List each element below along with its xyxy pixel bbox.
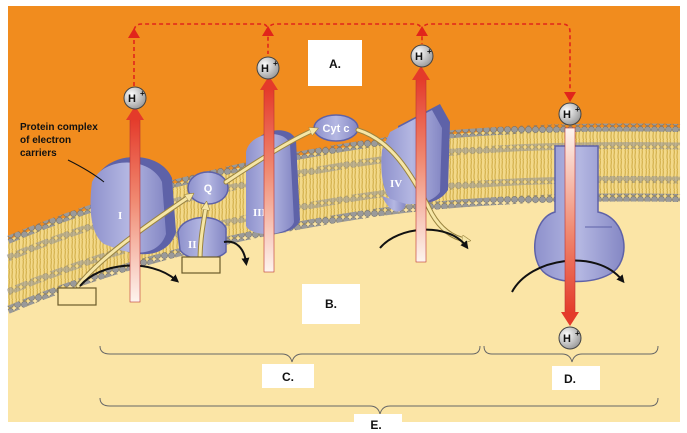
label-b: B. (302, 284, 360, 324)
cytc-label: Cyt c (323, 123, 350, 135)
label-e: E. (354, 414, 402, 433)
ion-charge: + (273, 59, 278, 68)
annotation-line-3: carriers (20, 148, 57, 159)
complex-iv-label: IV (390, 178, 402, 190)
label-d-text: D. (564, 372, 576, 386)
ion-symbol: H (415, 51, 423, 63)
proton-ion: H + (559, 103, 581, 125)
ion-symbol: H (128, 93, 136, 105)
proton-ion: H + (124, 87, 146, 109)
proton-ion: H + (257, 57, 279, 79)
complex-ii-label: II (188, 239, 197, 251)
complex-i-label: I (118, 210, 122, 222)
annotation-line-1: Protein complex (20, 122, 98, 133)
ion-charge: + (427, 47, 432, 56)
annotation-line-2: of electron (20, 135, 71, 146)
ion-charge: + (575, 105, 580, 114)
label-c-text: C. (282, 370, 294, 384)
ion-charge: + (575, 329, 580, 338)
proton-ion: H + (559, 327, 581, 349)
label-a-text: A. (329, 57, 341, 71)
label-e-text: E. (370, 418, 381, 432)
ion-charge: + (140, 89, 145, 98)
label-d: D. (552, 366, 600, 390)
cytochrome-c-carrier: Cyt c (314, 115, 358, 141)
ion-symbol: H (563, 109, 571, 121)
proton-ion: H + (411, 45, 433, 67)
label-a: A. (308, 40, 362, 86)
ion-symbol: H (563, 333, 571, 345)
q-label: Q (204, 183, 213, 195)
ion-symbol: H (261, 63, 269, 75)
label-c: C. (262, 364, 314, 388)
ubiquinone-carrier: Q (188, 172, 228, 204)
blank-box-fadh2 (182, 257, 220, 273)
label-b-text: B. (325, 297, 337, 311)
blank-box-nadh (58, 288, 96, 305)
